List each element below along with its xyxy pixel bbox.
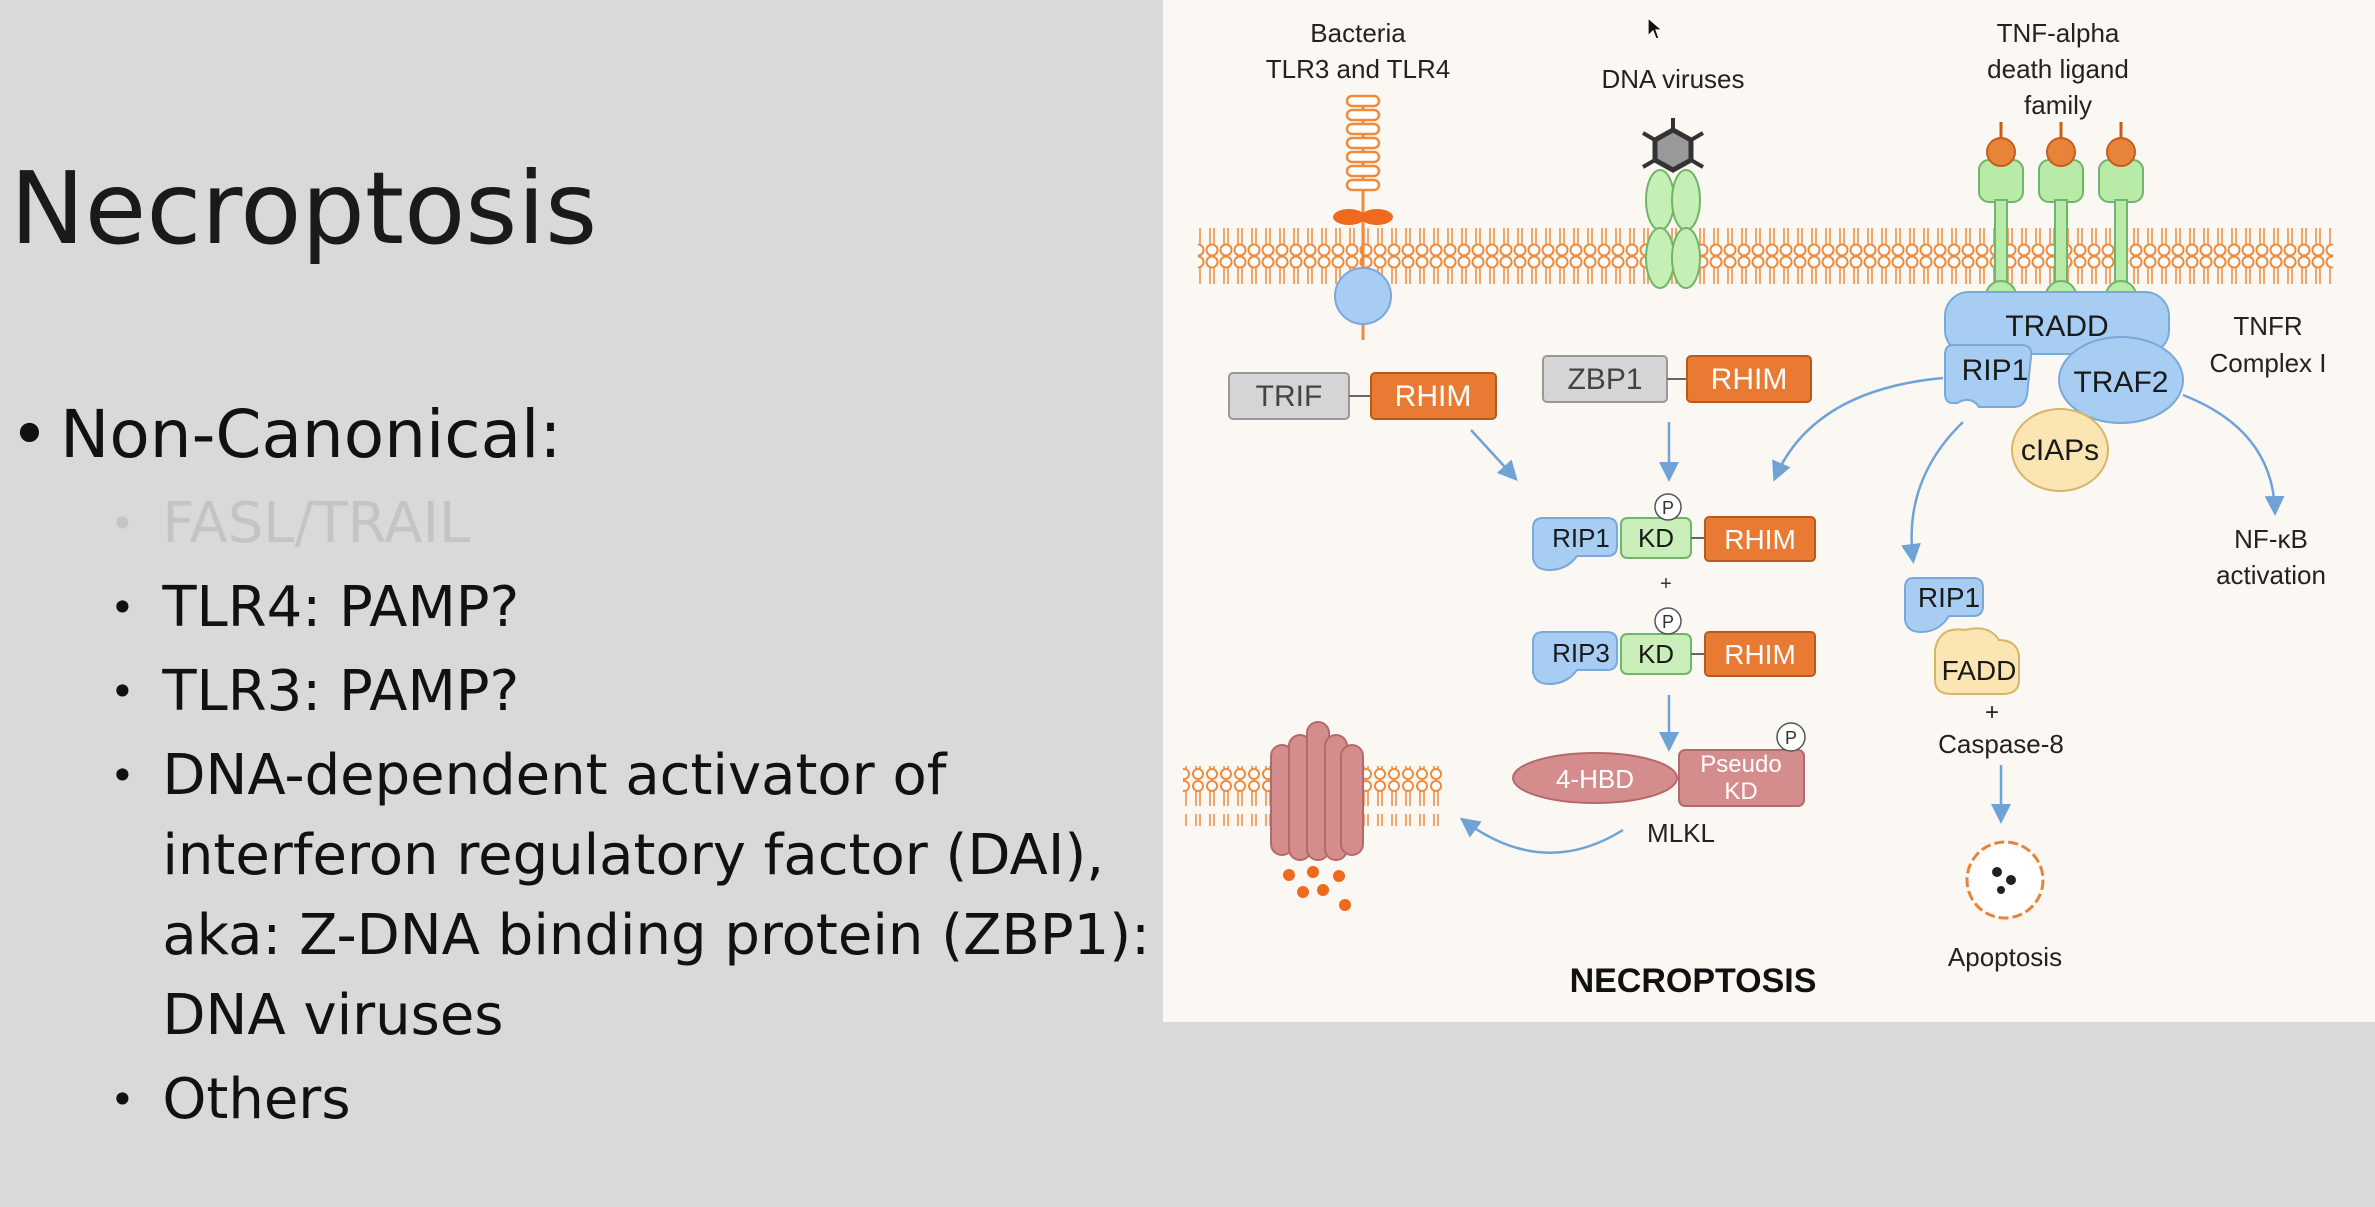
bullet-text: Non-Canonical: [60, 396, 562, 473]
tnf-receptors: TNF-alpha death ligand family [1978, 18, 2144, 312]
fadd-label: FADD [1942, 655, 2017, 686]
sub-bullet-tlr3: • TLR3: PAMP? [110, 652, 1190, 732]
sub-bullet-text: FASL/TRAIL [162, 491, 471, 556]
ciaps-shape [2011, 408, 2109, 492]
tlr-receptor: Bacteria TLR3 and TLR4 [1266, 18, 1451, 340]
bacteria-label: Bacteria [1310, 18, 1406, 48]
sub-bullet-text: TLR4: PAMP? [162, 575, 520, 640]
family-label: family [2024, 90, 2092, 120]
dna-viruses-label: DNA viruses [1601, 64, 1744, 94]
hbd-label: 4-HBD [1556, 764, 1634, 794]
mouse-cursor-icon [1647, 16, 1664, 40]
plasma-membrane-pore [1183, 721, 1443, 911]
zbp1-label: ZBP1 [1567, 363, 1642, 396]
trif-rhim-label: RHIM [1395, 380, 1472, 413]
complex-i-label: Complex I [2209, 348, 2326, 378]
traf2-shape [2058, 336, 2184, 424]
rip1-top-label: RIP1 [1962, 354, 2029, 387]
mlkl-label: MLKL [1647, 818, 1715, 848]
rip1-top-shape [1944, 344, 2033, 408]
apoptosis-label: Apoptosis [1948, 942, 2062, 972]
rip3-label: RIP3 [1552, 638, 1610, 668]
plus-sign-caspase: + [1985, 699, 1999, 726]
rip3-phospho-label: P [1662, 612, 1674, 632]
necroptosis-label: NECROPTOSIS [1570, 962, 1817, 1000]
trif-label: TRIF [1256, 380, 1323, 413]
tnf-alpha-label: TNF-alpha [1997, 18, 2120, 48]
caspase8-label: Caspase-8 [1938, 729, 2064, 759]
zbp1-rhim: ZBP1 RHIM [1542, 355, 1812, 403]
pseudo-label: Pseudo [1700, 751, 1781, 778]
death-ligand-label: death ligand [1987, 54, 2129, 84]
sub-bullet-tlr4: • TLR4: PAMP? [110, 568, 1190, 648]
sub-bullet-text: DNA-dependent activator of interferon re… [162, 743, 1150, 1048]
bullet-non-canonical: • Non-Canonical: [10, 390, 1190, 480]
sub-bullet-others: • Others [110, 1060, 1190, 1140]
nfkb-activation-label: activation [2216, 560, 2326, 590]
trif-rhim: TRIF RHIM [1228, 372, 1497, 420]
pathway-arrows [1459, 376, 2285, 854]
tnfr-label: TNFR [2233, 311, 2302, 341]
plus-sign: + [1660, 573, 1672, 595]
traf2-label: TRAF2 [2073, 366, 2168, 399]
rip3-rhim-label: RHIM [1724, 639, 1796, 670]
pathway-svg: Bacteria TLR3 and TLR4 DNA viruses [1183, 18, 2333, 1000]
sub-bullet-text: Others [162, 1067, 351, 1132]
tlr3-tlr4-label: TLR3 and TLR4 [1266, 54, 1451, 84]
zbp1-rhim-label: RHIM [1711, 363, 1788, 396]
bullet-list: • Non-Canonical: • FASL/TRAIL • TLR4: PA… [10, 390, 1190, 1140]
ciaps-label: cIAPs [2021, 434, 2099, 467]
zbp1-receptor: DNA viruses [1601, 64, 1745, 289]
apoptosis-branch: RIP1 + FADD + Caspase-8 Apoptosis [1904, 577, 2064, 972]
mlkl-phospho-label: P [1785, 728, 1797, 748]
rip1-apoptosis-label: RIP1 [1918, 582, 1980, 613]
nfkb-label: NF-κB [2234, 524, 2308, 554]
rip1-phospho-label: P [1662, 498, 1674, 518]
rip1-rhim-label: RHIM [1724, 524, 1796, 555]
rip3-kd-label: KD [1638, 639, 1674, 669]
mlkl: 4-HBD Pseudo KD P MLKL [1512, 722, 1806, 848]
rip1-kd-rhim: RIP1 KD P RHIM + [1532, 493, 1816, 595]
rip1-label: RIP1 [1552, 523, 1610, 553]
sub-bullet-fasl-trail: • FASL/TRAIL [110, 484, 1190, 564]
pseudo-kd-label: KD [1724, 778, 1757, 805]
sub-bullet-text: TLR3: PAMP? [162, 659, 520, 724]
cell-membrane [1198, 225, 2333, 289]
rip3-kd-rhim: RIP3 KD P RHIM [1532, 607, 1816, 686]
slide-title: Necroptosis [10, 150, 598, 267]
rip1-kd-label: KD [1638, 523, 1674, 553]
necroptosis-pathway-diagram: Bacteria TLR3 and TLR4 DNA viruses [1163, 0, 2375, 1022]
sub-bullet-dai-zbp1: • DNA-dependent activator of interferon … [110, 736, 1190, 1056]
tradd-label: TRADD [2005, 310, 2108, 343]
tnfr-complex: TRADD RIP1 TRAF2 cIAPs TNFR Complex I [1944, 291, 2327, 492]
